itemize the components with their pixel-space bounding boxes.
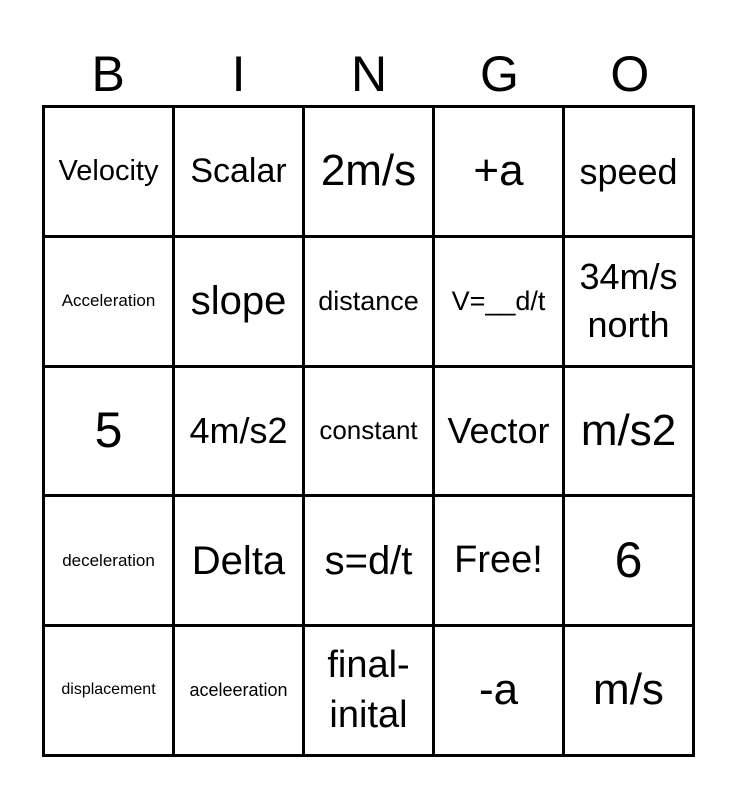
bingo-cell[interactable]: Scalar: [175, 108, 302, 235]
cell-text: deceleration: [62, 551, 155, 571]
cell-text: +a: [473, 146, 524, 196]
bingo-cell[interactable]: s=d/t: [305, 497, 432, 625]
bingo-cell[interactable]: m/s2: [565, 367, 692, 495]
bingo-cell[interactable]: Free!: [435, 497, 562, 625]
cell-text: 4m/s2: [189, 410, 288, 452]
bingo-cell[interactable]: V=__d/t: [435, 237, 562, 365]
bingo-cell[interactable]: 2m/s: [305, 108, 432, 235]
cell-text: Acceleration: [61, 291, 156, 311]
bingo-cell[interactable]: Velocity: [45, 108, 172, 235]
bingo-cell[interactable]: slope: [175, 237, 302, 365]
cell-text: displacement: [61, 681, 156, 699]
bingo-cell[interactable]: 34m/s north: [565, 237, 692, 365]
bingo-cell[interactable]: 5: [45, 367, 172, 495]
bingo-cell[interactable]: distance: [305, 237, 432, 365]
bingo-header: B I N G O: [43, 44, 695, 104]
cell-text: V=__d/t: [451, 285, 546, 316]
cell-text: s=d/t: [324, 538, 413, 583]
cell-text: Delta: [191, 538, 286, 583]
header-letter-n: N: [350, 46, 388, 102]
cell-text: Vector: [447, 410, 550, 452]
cell-text: distance: [318, 285, 419, 316]
bingo-cell[interactable]: displacement: [45, 627, 172, 754]
cell-text: 34m/s north: [579, 255, 678, 346]
cell-text: -a: [478, 665, 519, 715]
header-letter-g: G: [479, 46, 519, 102]
bingo-grid: Velocity Scalar 2m/s +a speed Accelerati…: [42, 105, 695, 757]
bingo-cell[interactable]: Delta: [175, 497, 302, 625]
cell-text: aceleeration: [189, 680, 288, 701]
bingo-cell[interactable]: 4m/s2: [175, 367, 302, 495]
cell-text: Free!: [454, 538, 543, 581]
bingo-cell[interactable]: speed: [565, 108, 692, 235]
header-letter-i: I: [231, 46, 246, 102]
bingo-cell[interactable]: constant: [305, 367, 432, 495]
bingo-cell[interactable]: 6: [565, 497, 692, 625]
cell-text: final- inital: [327, 644, 410, 736]
cell-text: Velocity: [58, 154, 159, 187]
bingo-cell[interactable]: +a: [435, 108, 562, 235]
header-letter-o: O: [610, 46, 650, 102]
cell-text: slope: [190, 279, 287, 324]
bingo-cell[interactable]: Vector: [435, 367, 562, 495]
cell-text: constant: [319, 415, 418, 446]
cell-text: 5: [94, 402, 123, 459]
bingo-cell[interactable]: -a: [435, 627, 562, 754]
cell-text: m/s: [593, 665, 664, 715]
header-letter-b: B: [91, 46, 125, 102]
cell-text: 2m/s: [320, 146, 417, 196]
bingo-cell[interactable]: Acceleration: [45, 237, 172, 365]
bingo-cell[interactable]: aceleeration: [175, 627, 302, 754]
cell-text: m/s2: [580, 405, 677, 455]
bingo-cell[interactable]: deceleration: [45, 497, 172, 625]
bingo-cell[interactable]: m/s: [565, 627, 692, 754]
cell-text: speed: [579, 150, 678, 192]
cell-text: 6: [614, 532, 643, 589]
cell-text: Scalar: [190, 151, 287, 190]
bingo-cell[interactable]: final- inital: [305, 627, 432, 754]
